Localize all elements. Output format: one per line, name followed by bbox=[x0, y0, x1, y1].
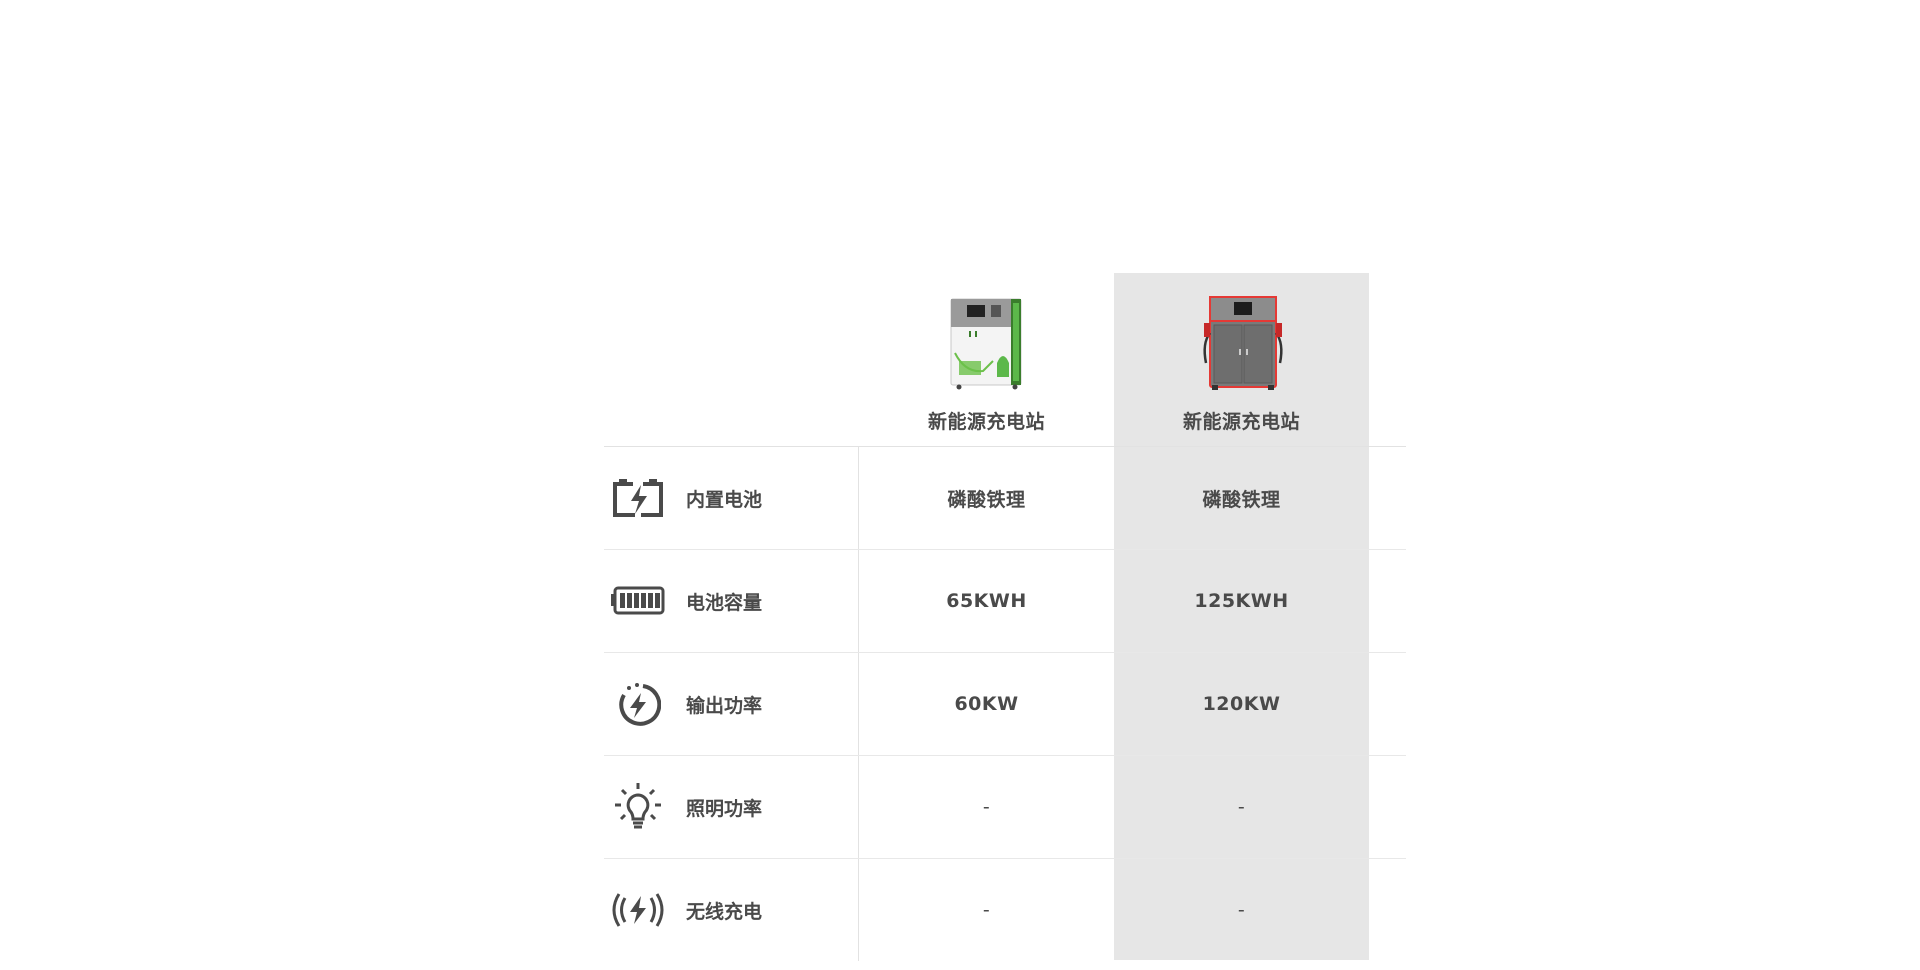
spec-label-cell: 电池容量 bbox=[604, 550, 859, 652]
white-green-charging-station-image bbox=[950, 298, 1021, 390]
spec-value-product-2: 125KWH bbox=[1194, 590, 1289, 612]
product-name-2: 新能源充电站 bbox=[1182, 411, 1300, 433]
product-column-1[interactable]: 新能源充电站 bbox=[859, 273, 1114, 446]
wireless-charging-icon bbox=[610, 886, 666, 934]
spec-label-cell: 输出功率 bbox=[604, 653, 859, 755]
spec-value-product-1: - bbox=[982, 796, 991, 818]
spec-value-product-2: 120KW bbox=[1202, 693, 1281, 715]
product-name-1: 新能源充电站 bbox=[927, 411, 1045, 433]
spec-label: 内置电池 bbox=[686, 488, 763, 511]
spec-label: 照明功率 bbox=[686, 797, 763, 820]
battery-bolt-icon bbox=[610, 474, 666, 522]
spec-row-wireless-charging: 无线充电 - - bbox=[604, 859, 1406, 961]
product-header-row: 新能源充电站 新能源充电站 bbox=[604, 273, 1406, 447]
spec-label-cell: 无线充电 bbox=[604, 859, 859, 961]
spec-value-product-2: - bbox=[1237, 899, 1246, 921]
spec-value-product-1: - bbox=[982, 899, 991, 921]
spec-label-cell: 内置电池 bbox=[604, 447, 859, 549]
spec-label: 电池容量 bbox=[686, 591, 763, 614]
spec-row-battery-capacity: 电池容量 65KWH 125KWH bbox=[604, 550, 1406, 653]
spec-value-product-1: 65KWH bbox=[946, 590, 1027, 612]
grey-red-charging-station-image bbox=[1202, 296, 1283, 390]
product-column-2[interactable]: 新能源充电站 bbox=[1114, 273, 1369, 446]
comparison-table: 新能源充电站 新能源充电站 bbox=[604, 273, 1406, 961]
power-output-icon bbox=[610, 680, 666, 728]
battery-capacity-icon bbox=[610, 577, 666, 625]
spec-row-battery-type: 内置电池 磷酸铁理 磷酸铁理 bbox=[604, 447, 1406, 550]
spec-value-product-1: 60KW bbox=[954, 693, 1019, 715]
header-spacer bbox=[604, 273, 859, 446]
spec-value-product-2: - bbox=[1237, 796, 1246, 818]
light-bulb-icon bbox=[610, 783, 666, 831]
spec-value-product-1: 磷酸铁理 bbox=[947, 488, 1026, 511]
spec-row-lighting-power: 照明功率 - - bbox=[604, 756, 1406, 859]
spec-label: 无线充电 bbox=[686, 900, 763, 923]
spec-value-product-2: 磷酸铁理 bbox=[1202, 488, 1281, 511]
spec-row-output-power: 输出功率 60KW 120KW bbox=[604, 653, 1406, 756]
spec-label-cell: 照明功率 bbox=[604, 756, 859, 858]
spec-label: 输出功率 bbox=[686, 694, 763, 717]
